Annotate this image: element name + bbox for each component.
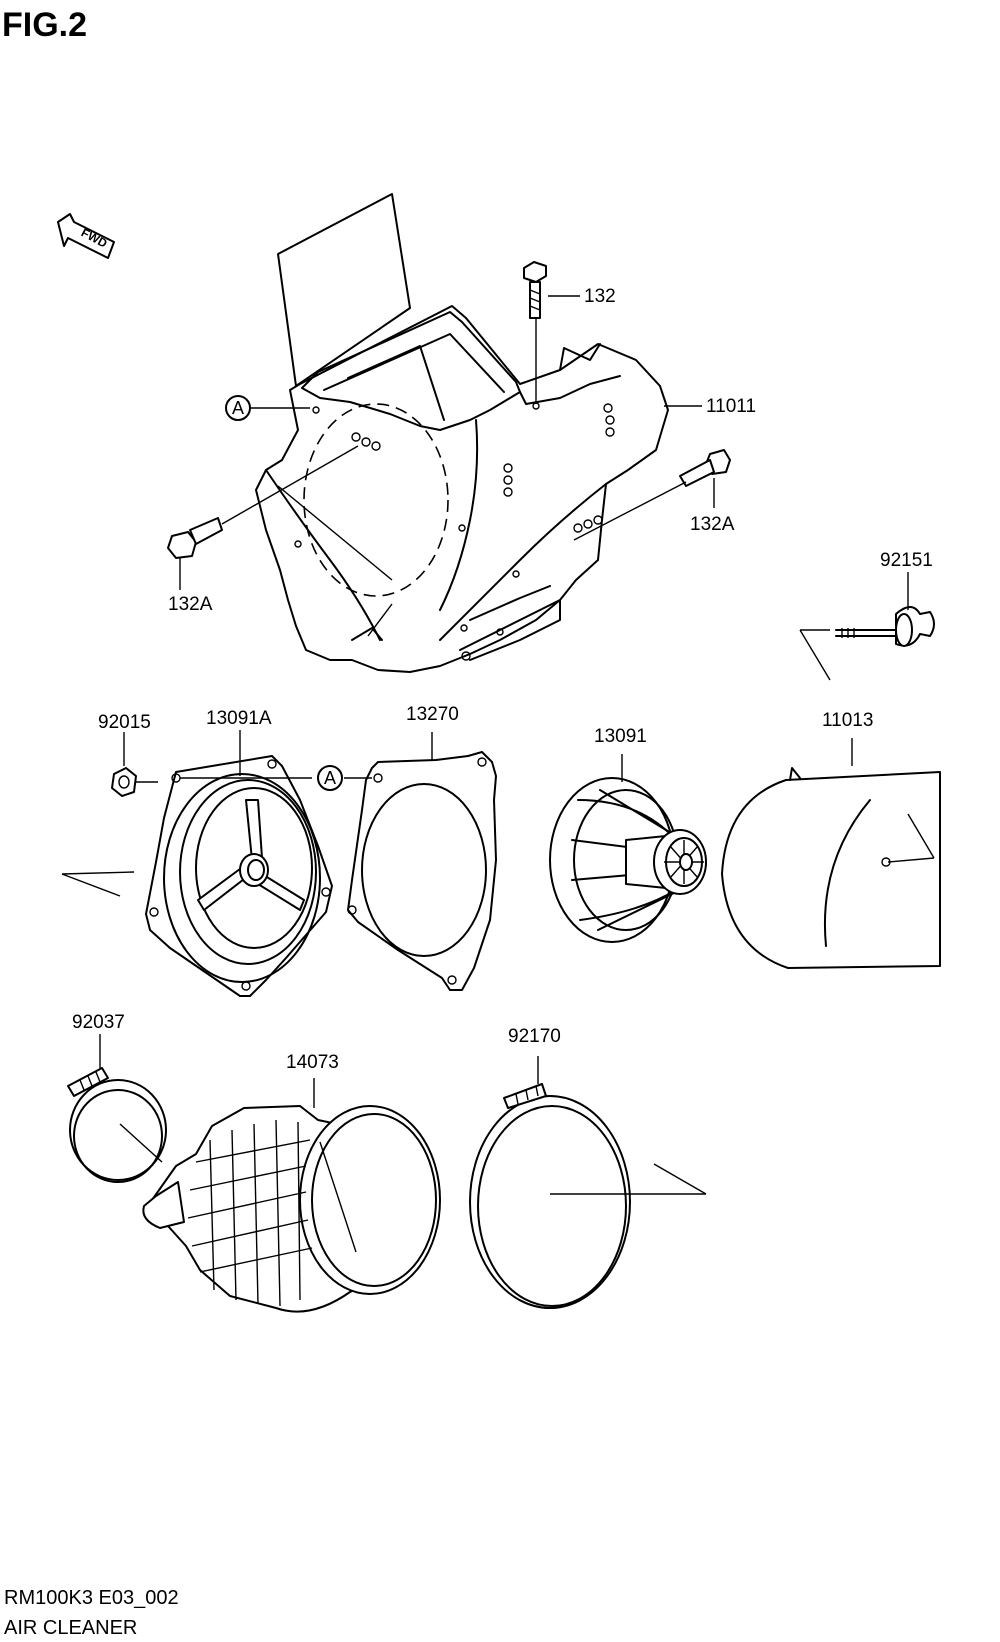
outlet-tube-14073 <box>142 1078 441 1313</box>
case-holes <box>294 402 615 661</box>
element-11013 <box>721 738 941 969</box>
part-number-92151: 92151 <box>880 550 933 571</box>
figure-title: FIG.2 <box>2 6 87 44</box>
bolt-132 <box>523 261 580 404</box>
part-number-11013: 11013 <box>822 710 873 731</box>
clamp-92037 <box>67 1034 167 1183</box>
part-number-92015: 92015 <box>98 712 151 733</box>
part-number-92170: 92170 <box>508 1026 561 1047</box>
clamp-92170 <box>469 1056 707 1309</box>
diagram-caption: AIR CLEANER <box>4 1617 137 1639</box>
gasket-holes <box>347 757 487 985</box>
cage-13091 <box>549 754 707 943</box>
model-code: RM100K3 E03_002 <box>4 1587 179 1609</box>
ref-mark-a-lower: A <box>317 765 343 791</box>
bolt-132a-right <box>573 449 731 541</box>
ref-mark-a-upper-label: A <box>232 398 244 418</box>
part-number-13270: 13270 <box>406 704 459 725</box>
part-number-11011: 11011 <box>706 396 756 417</box>
air-cleaner-case <box>255 193 669 673</box>
part-number-132: 132 <box>584 286 616 307</box>
tube-rib-pattern <box>187 1119 313 1307</box>
part-number-13091: 13091 <box>594 726 647 747</box>
gasket-13270 <box>344 732 497 991</box>
cap-13091a <box>61 730 333 997</box>
part-number-132a-left: 132A <box>168 594 213 615</box>
part-number-92037: 92037 <box>72 1012 125 1033</box>
wing-bolt-92151 <box>799 572 935 681</box>
ref-mark-a-lower-label: A <box>324 768 336 788</box>
part-number-132a-right: 132A <box>690 514 735 535</box>
part-number-13091a: 13091A <box>206 708 272 729</box>
cap-holes <box>149 759 331 991</box>
bolt-132a-left <box>167 445 359 590</box>
part-number-14073: 14073 <box>286 1052 339 1073</box>
fwd-arrow-icon: FWD <box>57 213 115 259</box>
ref-mark-a-upper: A <box>225 395 310 421</box>
nut-92015 <box>111 732 158 797</box>
